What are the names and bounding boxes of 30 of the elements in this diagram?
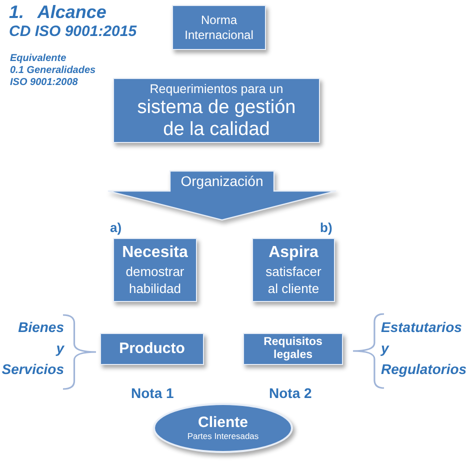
box-text: Norma Internacional	[184, 12, 254, 42]
process-box	[172, 5, 266, 50]
box-text: Requisitos legales	[262, 336, 324, 362]
ellipse-heading: Cliente	[198, 414, 248, 431]
box-text: satisfacer al cliente	[264, 263, 322, 297]
side-note: Estatutarios y Regulatorios	[381, 318, 467, 379]
subtitle: CD ISO 9001:2015	[9, 23, 137, 41]
ellipse-node	[153, 403, 293, 453]
note-text: ISO 9001:2008	[10, 77, 78, 89]
process-box	[113, 78, 320, 143]
ellipse-text: Partes Interesadas	[187, 431, 259, 442]
box-heading: sistema de gestión de la calidad	[136, 96, 297, 140]
box-text: Producto	[119, 340, 185, 358]
arrow-label: Organización	[180, 172, 264, 190]
process-box	[243, 333, 343, 365]
note-label: Nota 2	[269, 385, 312, 401]
process-box	[100, 333, 204, 365]
box-text: demostrar habilidad	[124, 263, 186, 297]
box-heading: Aspira	[268, 243, 318, 263]
note-text: 0.1 Generalidades	[10, 65, 96, 77]
box-subheading: Requerimientos para un	[150, 80, 284, 96]
note-text: Equivalente	[10, 53, 66, 65]
note-label: Nota 1	[131, 385, 174, 401]
item-letter: a)	[110, 220, 122, 236]
title: 1. Alcance	[9, 2, 106, 23]
box-heading: Necesita	[122, 243, 188, 263]
side-note: Bienes y Servicios	[2, 318, 64, 379]
process-box	[113, 238, 197, 302]
process-box	[252, 238, 335, 302]
item-letter: b)	[320, 220, 332, 236]
